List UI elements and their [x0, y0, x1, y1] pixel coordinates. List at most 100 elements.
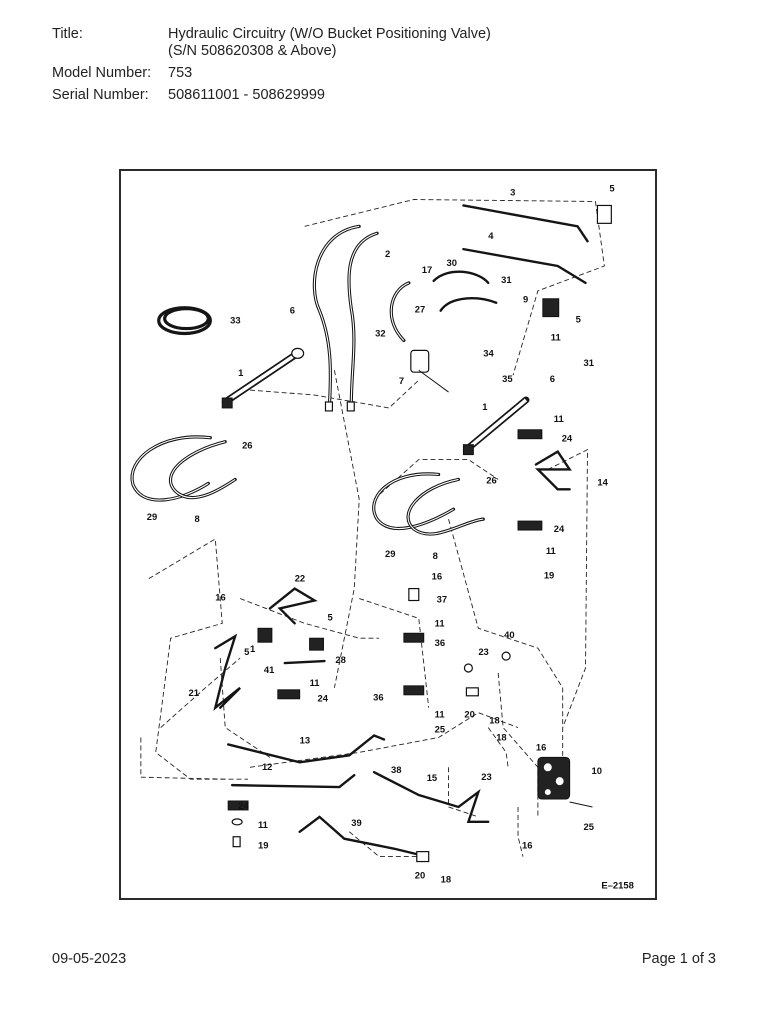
callout-34: 34: [483, 347, 494, 358]
callout-35: 35: [502, 373, 512, 384]
footer-date: 09-05-2023: [52, 951, 127, 967]
callout-13: 13: [300, 734, 310, 745]
title-row: Title: Hydraulic Circuitry (W/O Bucket P…: [52, 26, 491, 60]
long-tubes-12-13: [227, 734, 386, 789]
callout-31: 31: [584, 357, 594, 368]
left-assembly-21-22: [213, 587, 326, 711]
callout-17: 17: [422, 264, 432, 275]
callout-3: 3: [510, 187, 515, 198]
callout-24: 24: [238, 800, 249, 811]
footer-page-number: Page 1 of 3: [641, 951, 716, 967]
title-value: Hydraulic Circuitry (W/O Bucket Position…: [168, 26, 491, 59]
callout-39: 39: [351, 817, 361, 828]
callout-20: 20: [415, 869, 425, 880]
right-cylinder-1: [462, 396, 530, 456]
callout-5: 5: [244, 646, 249, 657]
serial-value: 508611001 - 508629999: [168, 87, 325, 103]
callout-9: 9: [523, 294, 528, 305]
callout-33: 33: [230, 315, 240, 326]
callout-5: 5: [609, 183, 614, 194]
callout-29: 29: [147, 511, 157, 522]
callout-26: 26: [486, 474, 496, 485]
model-label: Model Number:: [52, 65, 152, 81]
callout-23: 23: [478, 646, 488, 657]
callout-1: 1: [238, 367, 243, 378]
callout-14: 14: [597, 476, 608, 487]
bottom-left-parts: [227, 800, 249, 848]
left-hoses-29-8: [130, 435, 237, 502]
callout-8: 8: [194, 513, 199, 524]
callout-11: 11: [435, 617, 445, 628]
callout-7: 7: [399, 375, 404, 386]
callout-27: 27: [415, 304, 425, 315]
callout-labels: 3 5 4 2 30 17 31 9 27 5 33 6 32 11 34 31…: [147, 183, 634, 891]
callout-18: 18: [496, 731, 506, 742]
callout-31: 31: [501, 274, 511, 285]
callout-24: 24: [554, 523, 565, 534]
callout-11: 11: [551, 331, 561, 342]
hydraulic-parts-diagram: 3 5 4 2 30 17 31 9 27 5 33 6 32 11 34 31…: [119, 169, 657, 900]
callout-20: 20: [464, 709, 474, 720]
model-value: 753: [168, 65, 193, 81]
serial-label: Serial Number:: [52, 87, 149, 103]
callout-8: 8: [433, 550, 438, 561]
tube-3-and-4: [462, 204, 612, 285]
callout-11: 11: [546, 545, 556, 556]
model-row: Model Number: 753: [52, 65, 491, 82]
callout-2: 2: [385, 248, 390, 259]
tubes-15-39: [298, 771, 490, 863]
callout-6: 6: [550, 373, 555, 384]
callout-12: 12: [262, 761, 272, 772]
valve-10: [537, 756, 593, 808]
left-cylinder-1: [221, 347, 305, 409]
serial-row: Serial Number: 508611001 - 508629999: [52, 87, 491, 104]
callout-32: 32: [375, 327, 385, 338]
callout-40: 40: [504, 629, 514, 640]
callout-6: 6: [290, 305, 295, 316]
callout-24: 24: [318, 693, 329, 704]
callout-11: 11: [554, 413, 564, 424]
callout-19: 19: [258, 840, 268, 851]
callout-25: 25: [584, 821, 594, 832]
callout-4: 4: [488, 230, 494, 241]
title-label: Title:: [52, 26, 83, 42]
drawing-code: E–2158: [601, 879, 633, 890]
callout-16: 16: [215, 592, 225, 603]
callout-5: 5: [327, 611, 332, 622]
callout-10: 10: [591, 765, 601, 776]
callout-37: 37: [437, 593, 447, 604]
tube-14: [517, 429, 572, 531]
callout-26: 26: [242, 440, 252, 451]
document-header: Title: Hydraulic Circuitry (W/O Bucket P…: [52, 26, 491, 109]
center-parts-7-32: [389, 270, 560, 393]
coiled-hose-33: [157, 306, 212, 336]
hose-pair-2: [312, 224, 379, 412]
callout-11: 11: [258, 819, 268, 830]
callout-16: 16: [536, 741, 546, 752]
fittings-column: [403, 587, 511, 697]
callout-16: 16: [522, 840, 532, 851]
callout-25: 25: [435, 724, 445, 735]
callout-36: 36: [373, 692, 383, 703]
callout-16: 16: [432, 571, 442, 582]
callout-15: 15: [427, 772, 437, 783]
dashed-routing-lines: [140, 199, 605, 858]
callout-1: 1: [250, 643, 255, 654]
callout-29: 29: [385, 548, 395, 559]
callout-1: 1: [482, 401, 487, 412]
callout-5: 5: [576, 314, 581, 325]
callout-24: 24: [562, 433, 573, 444]
callout-38: 38: [391, 764, 401, 775]
callout-23: 23: [481, 771, 491, 782]
exploded-view-drawing: 3 5 4 2 30 17 31 9 27 5 33 6 32 11 34 31…: [130, 183, 634, 891]
right-hoses-29-8: [372, 472, 485, 536]
callout-19: 19: [544, 570, 554, 581]
callout-28: 28: [335, 654, 345, 665]
callout-30: 30: [447, 257, 457, 268]
callout-11: 11: [310, 677, 320, 688]
callout-18: 18: [441, 873, 451, 884]
callout-11: 11: [435, 709, 445, 720]
callout-18: 18: [489, 715, 499, 726]
callout-36: 36: [435, 637, 445, 648]
callout-21: 21: [188, 687, 198, 698]
